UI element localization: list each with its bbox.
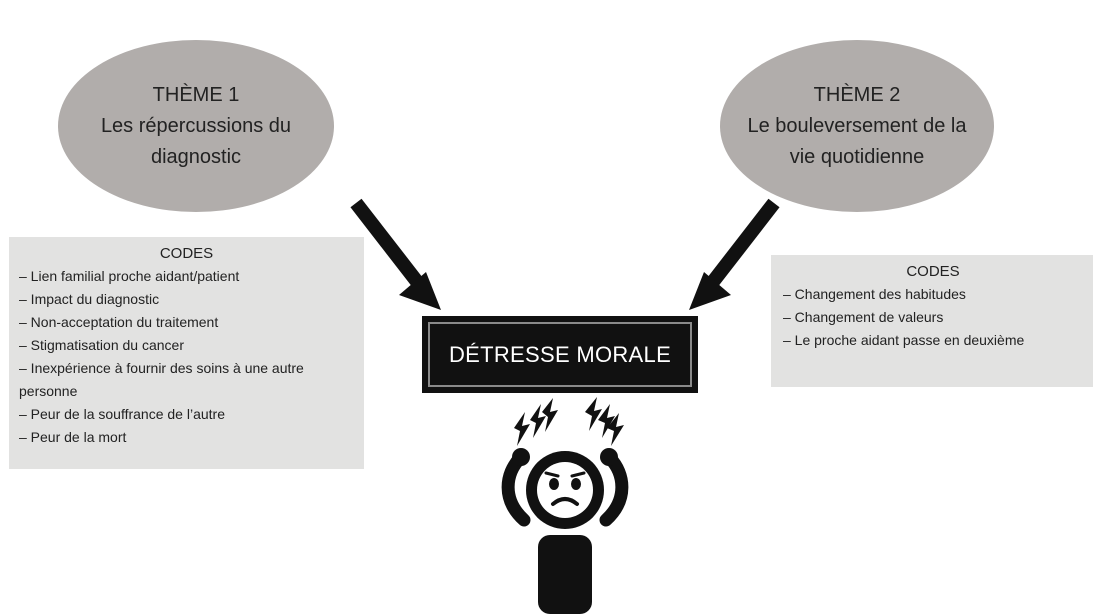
distress-frame: DÉTRESSE MORALE bbox=[428, 322, 692, 387]
code-item: – Peur de la souffrance de l’autre bbox=[19, 406, 225, 422]
arrow-down-right-icon bbox=[350, 198, 441, 310]
theme-2-ellipse: THÈME 2 Le bouleversement de la vie quot… bbox=[720, 40, 994, 212]
stress-lightning-icon bbox=[514, 397, 624, 446]
theme-2-title-line-2: vie quotidienne bbox=[789, 145, 925, 168]
code-item: – Le proche aidant passe en deuxième bbox=[783, 332, 1025, 348]
code-item: – Non-acceptation du traitement bbox=[19, 314, 219, 330]
code-item: – Stigmatisation du cancer bbox=[19, 337, 184, 353]
code-item: – Lien familial proche aidant/patient bbox=[19, 268, 240, 284]
code-item: personne bbox=[19, 383, 78, 399]
distress-box: DÉTRESSE MORALE bbox=[422, 316, 698, 393]
codes-title: CODES bbox=[906, 263, 960, 280]
codes-box-theme-2: CODES – Changement des habitudes – Chang… bbox=[771, 255, 1093, 387]
code-item: – Changement des habitudes bbox=[783, 286, 966, 302]
codes-title: CODES bbox=[159, 245, 214, 262]
theme-1-number: THÈME 1 bbox=[152, 83, 240, 106]
codes-list: – Changement des habitudes – Changement … bbox=[783, 283, 1083, 352]
theme-2-number: THÈME 2 bbox=[813, 83, 901, 106]
code-item: – Inexpérience à fournir des soins à une… bbox=[19, 360, 304, 376]
code-item: – Impact du diagnostic bbox=[19, 291, 160, 307]
codes-list: – Lien familial proche aidant/patient – … bbox=[19, 265, 354, 449]
distressed-person-icon bbox=[501, 397, 629, 614]
distress-label: DÉTRESSE MORALE bbox=[448, 341, 672, 367]
theme-1-ellipse: THÈME 1 Les répercussions du diagnostic bbox=[58, 40, 334, 212]
theme-2-title-line-1: Le bouleversement de la bbox=[747, 114, 967, 137]
arrow-down-left-icon bbox=[689, 198, 780, 310]
theme-1-title-line-2: diagnostic bbox=[150, 145, 242, 168]
theme-1-title-line-1: Les répercussions du bbox=[100, 114, 292, 137]
code-item: – Peur de la mort bbox=[19, 429, 127, 445]
codes-box-theme-1: CODES – Lien familial proche aidant/pati… bbox=[9, 237, 364, 469]
code-item: – Changement de valeurs bbox=[783, 309, 944, 325]
